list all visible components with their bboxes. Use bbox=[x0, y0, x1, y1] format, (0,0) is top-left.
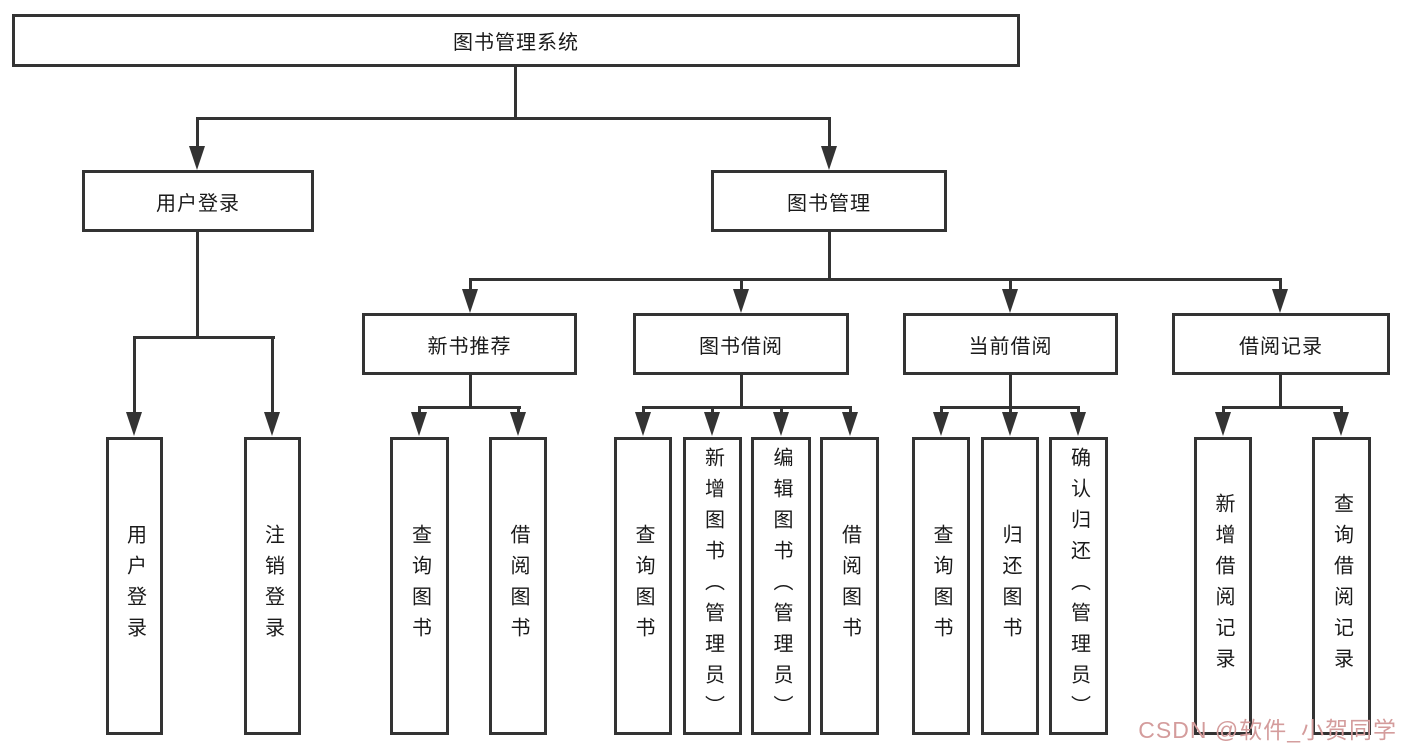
connector-line bbox=[849, 406, 852, 414]
connector-line bbox=[196, 117, 199, 147]
arrow-down-icon bbox=[1002, 412, 1018, 436]
arrow-down-icon bbox=[821, 146, 837, 170]
connector-line bbox=[196, 232, 199, 336]
arrow-down-icon bbox=[462, 289, 478, 313]
connector-line bbox=[1279, 375, 1282, 408]
arrow-down-icon bbox=[733, 289, 749, 313]
node-label: 用户登录 bbox=[123, 524, 146, 648]
connector-line bbox=[133, 336, 275, 339]
leaf-edit-book-admin: 编辑图书（管理员） bbox=[751, 437, 811, 735]
node-label: 查询借阅记录 bbox=[1330, 493, 1353, 679]
connector-line bbox=[828, 232, 831, 279]
connector-line bbox=[1279, 278, 1282, 290]
arrow-down-icon bbox=[189, 146, 205, 170]
arrow-down-icon bbox=[842, 412, 858, 436]
arrow-down-icon bbox=[264, 412, 280, 436]
arrow-down-icon bbox=[773, 412, 789, 436]
arrow-down-icon bbox=[933, 412, 949, 436]
arrow-down-icon bbox=[635, 412, 651, 436]
node-label: 用户登录 bbox=[156, 192, 240, 215]
leaf-query-books-recommend: 查询图书 bbox=[390, 437, 449, 735]
node-new-book-recommendation: 新书推荐 bbox=[362, 313, 577, 375]
arrow-down-icon bbox=[1002, 289, 1018, 313]
node-label: 查询图书 bbox=[632, 524, 654, 648]
connector-line bbox=[780, 406, 783, 414]
node-label: 归还图书 bbox=[999, 524, 1021, 648]
arrow-down-icon bbox=[1272, 289, 1288, 313]
node-label: 新增图书（管理员） bbox=[701, 446, 724, 726]
node-label: 借阅记录 bbox=[1239, 335, 1323, 358]
leaf-confirm-return-admin: 确认归还（管理员） bbox=[1049, 437, 1108, 735]
node-current-borrowing: 当前借阅 bbox=[903, 313, 1118, 375]
node-label: 注销登录 bbox=[261, 524, 284, 648]
connector-line bbox=[418, 406, 421, 414]
node-label: 借阅图书 bbox=[838, 524, 861, 648]
arrow-down-icon bbox=[704, 412, 720, 436]
csdn-watermark: CSDN @软件_小贺同学 bbox=[1138, 717, 1397, 743]
node-label: 借阅图书 bbox=[507, 524, 529, 648]
node-label: 图书管理 bbox=[787, 192, 871, 215]
node-label: 新增借阅记录 bbox=[1212, 493, 1234, 679]
connector-line bbox=[517, 406, 520, 414]
connector-line bbox=[469, 278, 472, 290]
node-library-management-system: 图书管理系统 bbox=[12, 14, 1020, 67]
connector-line bbox=[1340, 406, 1343, 414]
node-label: 新书推荐 bbox=[427, 335, 512, 358]
arrow-down-icon bbox=[1215, 412, 1231, 436]
leaf-logout-login: 注销登录 bbox=[244, 437, 301, 735]
leaf-query-books-current: 查询图书 bbox=[912, 437, 970, 735]
connector-line bbox=[940, 406, 943, 414]
leaf-add-book-admin: 新增图书（管理员） bbox=[683, 437, 742, 735]
node-book-management: 图书管理 bbox=[711, 170, 947, 232]
leaf-user-login: 用户登录 bbox=[106, 437, 163, 735]
connector-line bbox=[196, 117, 831, 120]
arrow-down-icon bbox=[1070, 412, 1086, 436]
node-book-borrowing: 图书借阅 bbox=[633, 313, 849, 375]
node-label: 确认归还（管理员） bbox=[1067, 446, 1090, 726]
leaf-return-books: 归还图书 bbox=[981, 437, 1039, 735]
connector-line bbox=[740, 278, 743, 290]
arrow-down-icon bbox=[411, 412, 427, 436]
node-label: 编辑图书（管理员） bbox=[770, 446, 792, 726]
arrow-down-icon bbox=[510, 412, 526, 436]
connector-line bbox=[711, 406, 714, 414]
connector-line bbox=[514, 67, 517, 118]
connector-line bbox=[1077, 406, 1080, 414]
connector-line bbox=[1009, 375, 1012, 408]
connector-line bbox=[1222, 406, 1225, 414]
node-label: 当前借阅 bbox=[968, 335, 1053, 358]
connector-line bbox=[1009, 406, 1012, 414]
connector-line bbox=[1009, 278, 1012, 290]
node-label: 图书管理系统 bbox=[453, 32, 579, 54]
leaf-borrow-books: 借阅图书 bbox=[820, 437, 879, 735]
node-label: 查询图书 bbox=[408, 524, 431, 648]
connector-line bbox=[642, 406, 645, 414]
leaf-borrow-books-recommend: 借阅图书 bbox=[489, 437, 547, 735]
arrow-down-icon bbox=[1333, 412, 1349, 436]
connector-line bbox=[642, 406, 851, 409]
connector-line bbox=[133, 336, 136, 413]
connector-line bbox=[418, 406, 521, 409]
leaf-add-borrow-record: 新增借阅记录 bbox=[1194, 437, 1252, 735]
leaf-query-books-borrow: 查询图书 bbox=[614, 437, 672, 735]
node-label: 图书借阅 bbox=[699, 335, 783, 358]
connector-line bbox=[469, 278, 1281, 281]
connector-line bbox=[271, 336, 274, 413]
node-label: 查询图书 bbox=[930, 524, 952, 648]
node-user-login: 用户登录 bbox=[82, 170, 314, 232]
connector-line bbox=[1222, 406, 1343, 409]
arrow-down-icon bbox=[126, 412, 142, 436]
connector-line bbox=[469, 375, 472, 408]
leaf-query-borrow-record: 查询借阅记录 bbox=[1312, 437, 1371, 735]
node-borrowing-records: 借阅记录 bbox=[1172, 313, 1390, 375]
connector-line bbox=[740, 375, 743, 408]
connector-line bbox=[828, 117, 831, 147]
